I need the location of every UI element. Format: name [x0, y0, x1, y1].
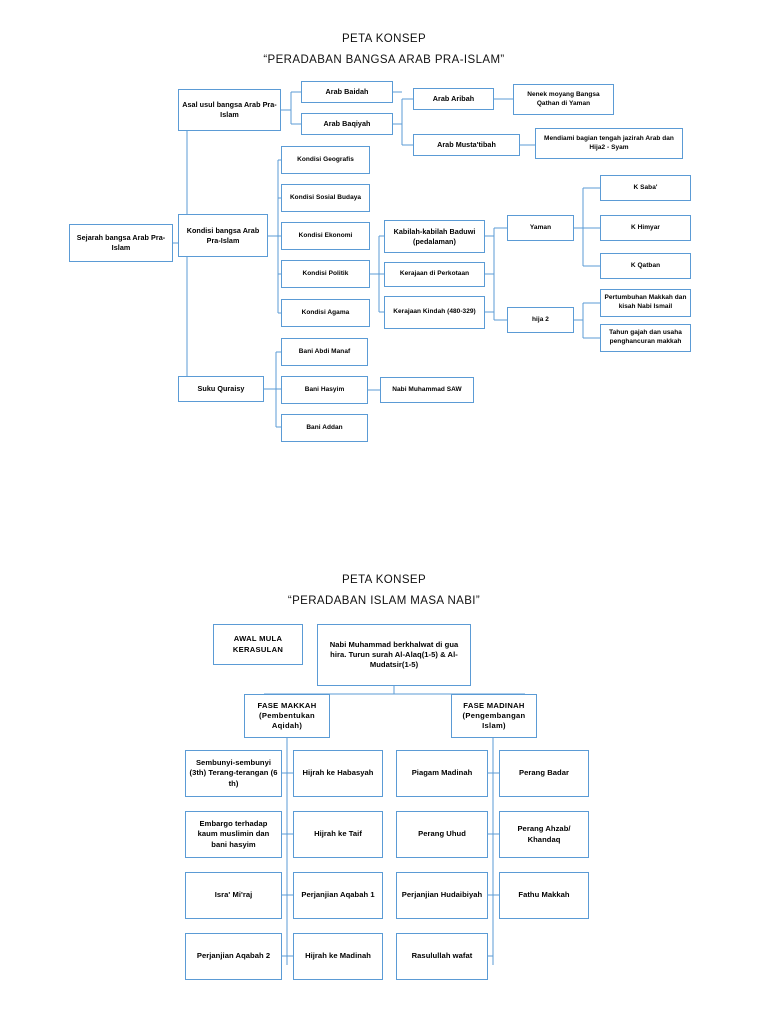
- node-madinah-right-3[interactable]: Fathu Makkah: [499, 872, 589, 919]
- node-tahun-gajah[interactable]: Tahun gajah dan usaha penghancuran makka…: [600, 324, 691, 352]
- node-arab-baqiyah[interactable]: Arab Baqiyah: [301, 113, 393, 135]
- node-fase-madinah[interactable]: FASE MADINAH (Pengembangan Islam): [451, 694, 537, 738]
- node-nabi-muhammad-saw[interactable]: Nabi Muhammad SAW: [380, 377, 474, 403]
- node-kerajaan-himyar[interactable]: K Himyar: [600, 215, 691, 241]
- node-kondisi-agama[interactable]: Kondisi Agama: [281, 299, 370, 327]
- node-makkah-right-2[interactable]: Hijrah ke Taif: [293, 811, 383, 858]
- node-asal-usul[interactable]: Asal usul bangsa Arab Pra-Islam: [178, 89, 281, 131]
- node-arab-mustatibah[interactable]: Arab Musta'tibah: [413, 134, 520, 156]
- node-makkah-left-1[interactable]: Sembunyi-sembunyi (3th) Terang-terangan …: [185, 750, 282, 797]
- node-madinah-left-2[interactable]: Perang Uhud: [396, 811, 488, 858]
- node-khalwat-detail[interactable]: Nabi Muhammad berkhalwat di gua hira. Tu…: [317, 624, 471, 686]
- node-madinah-right-2[interactable]: Perang Ahzab/ Khandaq: [499, 811, 589, 858]
- node-kerajaan-qatban[interactable]: K Qatban: [600, 253, 691, 279]
- node-madinah-left-1[interactable]: Piagam Madinah: [396, 750, 488, 797]
- node-kabilah-baduwi[interactable]: Kabilah-kabilah Baduwi (pedalaman): [384, 220, 485, 253]
- node-awal-mula-kerasulan[interactable]: AWAL MULA KERASULAN: [213, 624, 303, 665]
- node-kerajaan-saba[interactable]: K Saba': [600, 175, 691, 201]
- node-kondisi-bangsa[interactable]: Kondisi bangsa Arab Pra-Islam: [178, 214, 268, 257]
- node-root-sejarah[interactable]: Sejarah bangsa Arab Pra-Islam: [69, 224, 173, 262]
- node-bani-hasyim[interactable]: Bani Hasyim: [281, 376, 368, 404]
- node-makkah-left-2[interactable]: Embargo terhadap kaum muslimin dan bani …: [185, 811, 282, 858]
- node-makkah-right-4[interactable]: Hijrah ke Madinah: [293, 933, 383, 980]
- node-kerajaan-perkotaan[interactable]: Kerajaan di Perkotaan: [384, 262, 485, 287]
- diagram2-title-line1: PETA KONSEP: [341, 574, 427, 586]
- node-makkah-left-3[interactable]: Isra' Mi'raj: [185, 872, 282, 919]
- node-madinah-left-4[interactable]: Rasulullah wafat: [396, 933, 488, 980]
- diagram1-title-line2: “PERADABAN BANGSA ARAB PRA-ISLAM”: [263, 54, 505, 66]
- node-region-hija2[interactable]: hija 2: [507, 307, 574, 333]
- node-fase-makkah[interactable]: FASE MAKKAH (Pembentukan Aqidah): [244, 694, 330, 738]
- node-bani-addan[interactable]: Bani Addan: [281, 414, 368, 442]
- node-kondisi-sosial-budaya[interactable]: Kondisi Sosial Budaya: [281, 184, 370, 212]
- node-madinah-right-1[interactable]: Perang Badar: [499, 750, 589, 797]
- node-makkah-right-3[interactable]: Perjanjian Aqabah 1: [293, 872, 383, 919]
- diagram1-title-line1: PETA KONSEP: [341, 33, 427, 45]
- node-arab-aribah[interactable]: Arab Aribah: [413, 88, 494, 110]
- node-aribah-detail[interactable]: Nenek moyang Bangsa Qathan di Yaman: [513, 84, 614, 115]
- node-kondisi-geografis[interactable]: Kondisi Geografis: [281, 146, 370, 174]
- node-kerajaan-kindah[interactable]: Kerajaan Kindah (480-329): [384, 296, 485, 329]
- node-kondisi-ekonomi[interactable]: Kondisi Ekonomi: [281, 222, 370, 250]
- node-makkah-right-1[interactable]: Hijrah ke Habasyah: [293, 750, 383, 797]
- node-region-yaman[interactable]: Yaman: [507, 215, 574, 241]
- node-pertumbuhan-makkah[interactable]: Pertumbuhan Makkah dan kisah Nabi Ismail: [600, 289, 691, 317]
- diagram2-title-line2: “PERADABAN ISLAM MASA NABI”: [287, 595, 481, 607]
- node-makkah-left-4[interactable]: Perjanjian Aqabah 2: [185, 933, 282, 980]
- node-kondisi-politik[interactable]: Kondisi Politik: [281, 260, 370, 288]
- node-arab-baidah[interactable]: Arab Baidah: [301, 81, 393, 103]
- node-mustatibah-detail[interactable]: Mendiami bagian tengah jazirah Arab dan …: [535, 128, 683, 159]
- node-suku-quraisy[interactable]: Suku Quraisy: [178, 376, 264, 402]
- node-bani-abdi-manaf[interactable]: Bani Abdi Manaf: [281, 338, 368, 366]
- node-madinah-left-3[interactable]: Perjanjian Hudaibiyah: [396, 872, 488, 919]
